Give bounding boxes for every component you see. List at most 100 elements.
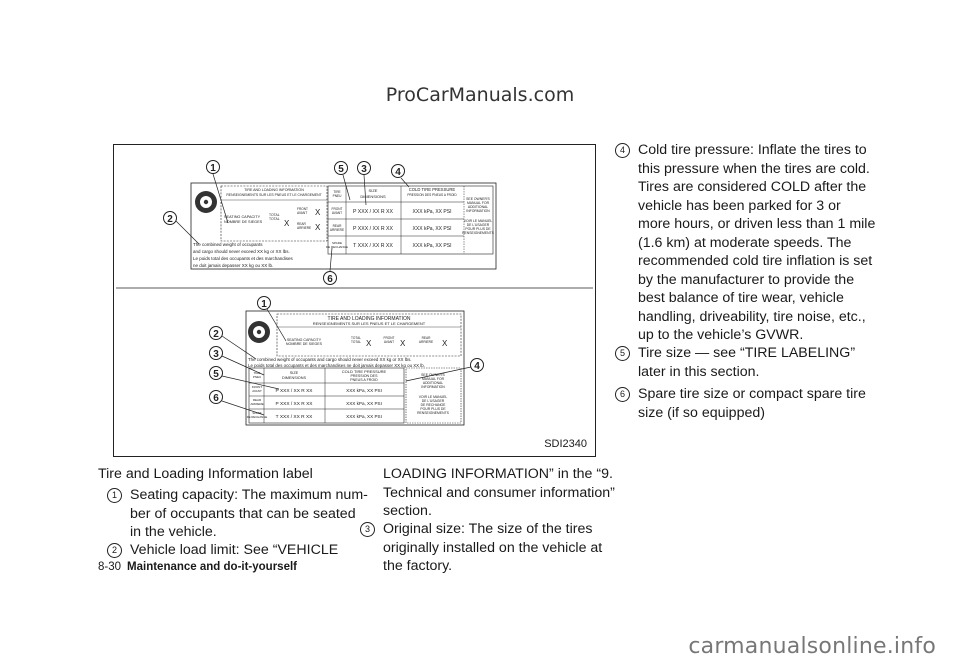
- svg-text:P XXX / XX R XX: P XXX / XX R XX: [353, 226, 394, 232]
- svg-text:4: 4: [395, 167, 401, 178]
- item-line: more hours, or driven less than 1 mile: [638, 216, 876, 232]
- svg-text:AVANT: AVANT: [332, 211, 342, 215]
- svg-text:DE RECHANGE: DE RECHANGE: [421, 403, 447, 407]
- svg-text:TOTAL: TOTAL: [351, 336, 361, 340]
- svg-text:T XXX / XX R XX: T XXX / XX R XX: [276, 414, 314, 420]
- callout-5-lower: 5: [209, 366, 280, 390]
- svg-text:SEATING CAPACITY: SEATING CAPACITY: [287, 338, 322, 342]
- svg-text:X: X: [400, 339, 406, 348]
- item-line: vehicle has been parked for 3 or: [638, 197, 841, 214]
- figure-caption: Tire and Loading Information label: [98, 466, 313, 482]
- item-number: 1: [107, 488, 122, 503]
- svg-text:6: 6: [327, 274, 333, 285]
- item-line: Tire size — see “TIRE LABELING”: [638, 345, 856, 361]
- svg-text:XXX kPa, XX PSI: XXX kPa, XX PSI: [413, 209, 452, 215]
- svg-text:5: 5: [338, 164, 344, 175]
- svg-text:DIMENSIONS: DIMENSIONS: [282, 376, 307, 380]
- svg-text:X: X: [442, 339, 448, 348]
- svg-text:X: X: [366, 339, 372, 348]
- svg-text:XXX kPa, XX PSI: XXX kPa, XX PSI: [346, 388, 382, 393]
- svg-text:DIMENSIONS: DIMENSIONS: [360, 194, 386, 199]
- item-line: Technical and consumer information”: [383, 484, 615, 501]
- svg-text:1: 1: [210, 163, 216, 174]
- tire-label-figure: TIRE AND LOADING INFORMATION RENSEIGNEME…: [113, 144, 596, 457]
- svg-text:XXX kPa, XX PSI: XXX kPa, XX PSI: [346, 401, 382, 406]
- svg-text:DE L'USAGER: DE L'USAGER: [467, 223, 490, 227]
- svg-text:XXX kPa, XX PSI: XXX kPa, XX PSI: [346, 414, 382, 419]
- svg-text:INFORMATION: INFORMATION: [421, 385, 445, 389]
- svg-text:PNEU: PNEU: [253, 375, 261, 379]
- item-number: 3: [360, 522, 375, 537]
- svg-text:AVANT: AVANT: [252, 389, 262, 393]
- callout-4: 4: [391, 164, 410, 188]
- svg-text:PNEU: PNEU: [333, 194, 343, 198]
- item-line: handling, driveability, tire noise, etc.…: [638, 308, 866, 325]
- svg-text:MANUAL FOR: MANUAL FOR: [422, 377, 445, 381]
- svg-text:TOTAL: TOTAL: [269, 217, 280, 221]
- list-item-2-continued: LOADING INFORMATION” in the “9. Technica…: [383, 465, 615, 521]
- item-line: later in this section.: [638, 363, 760, 380]
- svg-text:and cargo should never exceed: and cargo should never exceed XX kg or X…: [193, 249, 290, 254]
- callout-3: 3: [357, 161, 371, 206]
- svg-text:TIRE AND LOADING INFORMATION: TIRE AND LOADING INFORMATION: [328, 316, 411, 322]
- item-line: recommended cold tire inflation is set: [638, 253, 873, 269]
- svg-text:RENSEIGNEMENTS: RENSEIGNEMENTS: [417, 411, 450, 415]
- svg-text:SEE OWNER'S: SEE OWNER'S: [466, 197, 490, 201]
- svg-text:X: X: [315, 208, 321, 217]
- svg-text:VOIR LE MANUEL: VOIR LE MANUEL: [419, 395, 448, 399]
- item-line: section.: [383, 503, 432, 519]
- svg-text:PNEUS A FROID: PNEUS A FROID: [350, 378, 378, 382]
- svg-text:X: X: [315, 223, 321, 232]
- callout-3-lower: 3: [209, 346, 265, 376]
- svg-text:PRESSION DES PNEUS A FROID: PRESSION DES PNEUS A FROID: [407, 193, 457, 197]
- svg-text:ARRIERE: ARRIERE: [250, 402, 263, 406]
- svg-text:TOTAL: TOTAL: [351, 340, 361, 344]
- page-number: 8-30: [98, 561, 122, 573]
- svg-text:COLD TIRE PRESSURE: COLD TIRE PRESSURE: [409, 187, 456, 192]
- svg-text:4: 4: [474, 361, 480, 372]
- svg-text:RENSEIGNEMENTS SUR LES PNEUS E: RENSEIGNEMENTS SUR LES PNEUS ET LE CHARG…: [313, 321, 426, 326]
- item-line: Cold tire pressure: Inflate the tires to: [638, 142, 867, 158]
- svg-text:ne doit jamais depasser XX kg: ne doit jamais depasser XX kg ou XX lb.: [193, 263, 273, 268]
- svg-text:AVANT: AVANT: [297, 211, 307, 215]
- svg-text:P XXX / XX R XX: P XXX / XX R XX: [276, 401, 314, 407]
- item-line: (1.6 km) at moderate speeds. The: [638, 234, 852, 251]
- list-item-3: 3 Original size: The size of the tires o…: [360, 520, 603, 576]
- upper-callouts: 1 2 5 3: [163, 160, 410, 285]
- item-line: originally installed on the vehicle at: [383, 539, 603, 556]
- callout-2-lower: 2: [209, 326, 257, 360]
- svg-text:1: 1: [261, 299, 267, 310]
- callout-4-lower: 4: [405, 358, 484, 382]
- item-line: in the vehicle.: [130, 524, 217, 540]
- figure-code: SDI2340: [544, 438, 587, 450]
- svg-text:SIZE: SIZE: [369, 188, 378, 193]
- svg-text:FRONT: FRONT: [297, 207, 308, 211]
- svg-text:FRONT: FRONT: [252, 385, 262, 389]
- svg-text:TIRE: TIRE: [333, 190, 340, 194]
- svg-text:COLD TIRE PRESSURE: COLD TIRE PRESSURE: [342, 369, 387, 374]
- item-line: best balance of tire wear, vehicle: [638, 290, 844, 306]
- svg-text:The combined weight of occupan: The combined weight of occupants and car…: [248, 357, 412, 362]
- callout-1: 1: [206, 160, 229, 224]
- svg-text:RENSEIGNEMENTS SUR LES PNEUS E: RENSEIGNEMENTS SUR LES PNEUS ET LE CHARG…: [226, 193, 321, 197]
- svg-text:Le poids total des occupants e: Le poids total des occupants et des marc…: [193, 256, 294, 261]
- upper-tire-label: TIRE AND LOADING INFORMATION RENSEIGNEME…: [190, 182, 497, 270]
- svg-text:TIRE AND LOADING INFORMATION: TIRE AND LOADING INFORMATION: [244, 188, 304, 192]
- list-item-5: 5 Tire size — see “TIRE LABELING” later …: [615, 344, 856, 381]
- svg-text:ARRIERE: ARRIERE: [297, 226, 311, 230]
- watermark-top: ProCarManuals.com: [385, 84, 575, 106]
- item-line: size (if so equipped): [638, 404, 765, 421]
- list-item-6: 6 Spare tire size or compact spare tire …: [615, 385, 866, 422]
- svg-text:3: 3: [361, 164, 367, 175]
- lower-callouts: 1 2 3 5: [209, 296, 484, 416]
- svg-text:SPARE: SPARE: [332, 241, 342, 245]
- svg-text:MANUAL FOR: MANUAL FOR: [467, 201, 490, 205]
- item-number: 6: [615, 387, 630, 402]
- item-line: by the manufacturer to provide the: [638, 271, 855, 288]
- svg-text:P XXX / XX R XX: P XXX / XX R XX: [353, 209, 394, 215]
- svg-text:2: 2: [213, 329, 219, 340]
- svg-text:3: 3: [213, 349, 219, 360]
- svg-text:SEATING CAPACITY: SEATING CAPACITY: [224, 215, 261, 219]
- svg-text:REAR: REAR: [422, 336, 432, 340]
- svg-text:NOMBRE DE SIEGES: NOMBRE DE SIEGES: [224, 220, 263, 224]
